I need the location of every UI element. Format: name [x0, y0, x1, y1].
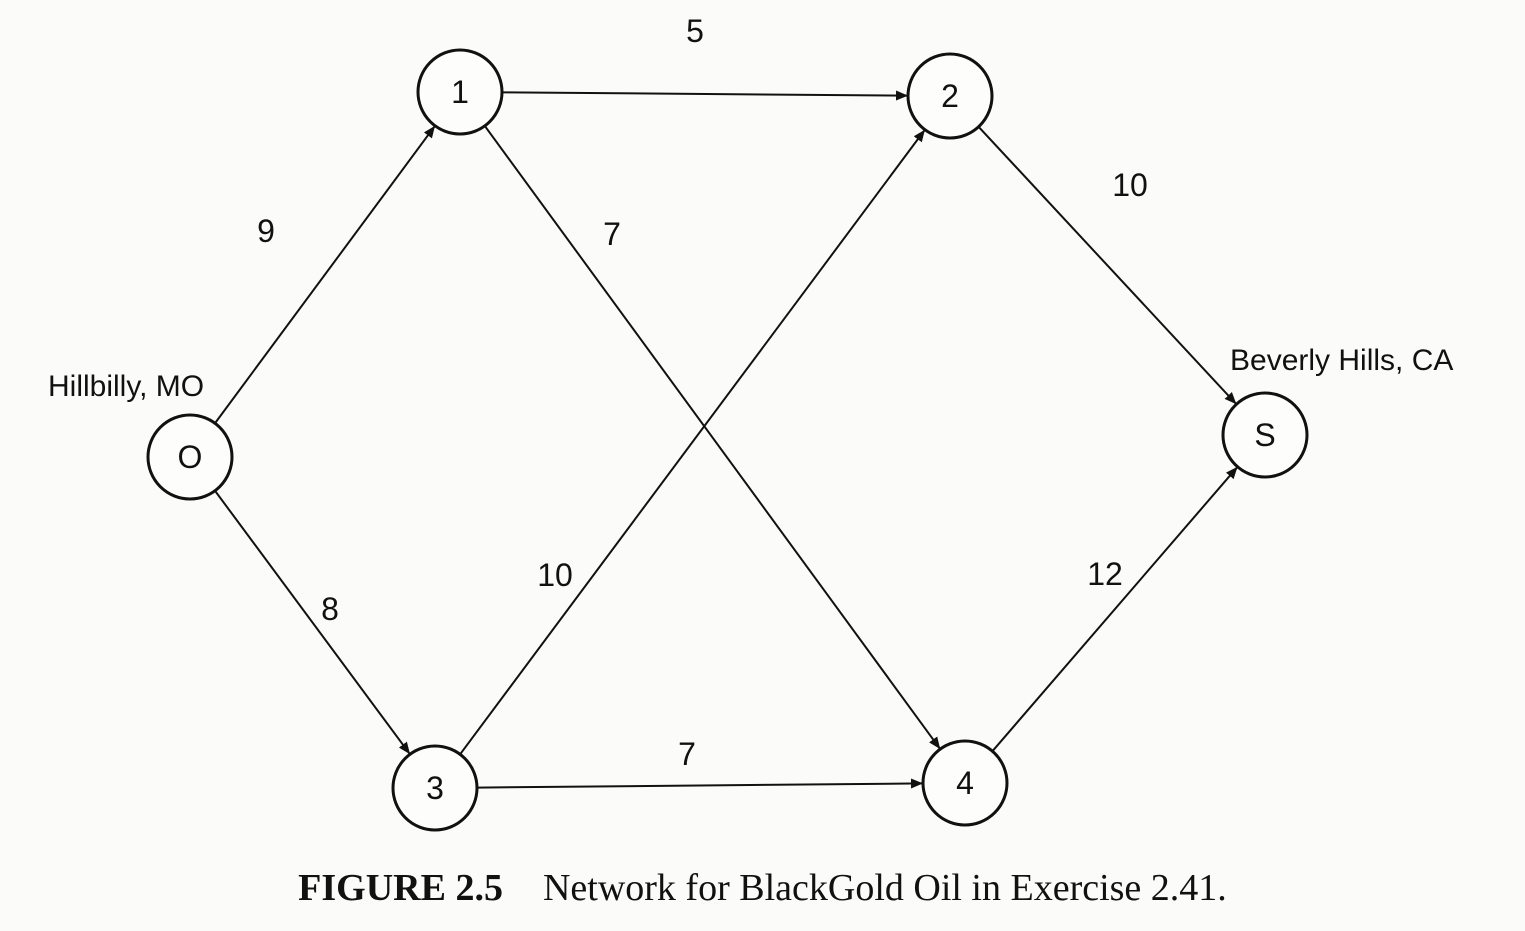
edge-label-O-1: 9: [257, 213, 275, 249]
edge-1-4: [483, 125, 941, 750]
edge-1-2: [501, 90, 909, 101]
edge-label-4-S: 12: [1087, 556, 1123, 592]
node-circle-3: [391, 744, 479, 832]
node-label-O: O: [178, 439, 203, 475]
figure-number: FIGURE 2.5: [298, 867, 503, 909]
node-label-4: 4: [956, 765, 974, 801]
edge-label-3-2: 10: [537, 557, 573, 593]
sink-location-label: Beverly Hills, CA: [1230, 344, 1453, 377]
edge-3-2: [459, 129, 926, 755]
edge-label-3-4: 7: [678, 736, 696, 772]
source-location-label: Hillbilly, MO: [48, 370, 204, 403]
node-4: 4: [921, 739, 1009, 827]
node-S: S: [1221, 391, 1309, 479]
edge-label-1-2: 5: [686, 13, 704, 49]
node-circle-S: [1221, 391, 1309, 479]
edge-label-2-S: 10: [1112, 167, 1148, 203]
node-2: 2: [906, 52, 994, 140]
figure-caption-text: Network for BlackGold Oil in Exercise 2.…: [542, 867, 1227, 909]
node-label-2: 2: [941, 78, 959, 114]
edge-4-S: [991, 466, 1238, 752]
node-circle-4: [921, 739, 1009, 827]
node-label-3: 3: [426, 770, 444, 806]
edge-O-1: [214, 125, 436, 424]
node-O: O: [146, 413, 234, 501]
edge-label-O-3: 8: [321, 591, 339, 627]
edge-label-1-4: 7: [603, 216, 621, 252]
edge-3-4: [476, 778, 924, 789]
edge-O-3: [214, 490, 411, 755]
node-1: 1: [416, 48, 504, 136]
node-circle-2: [906, 52, 994, 140]
figure-caption: FIGURE 2.5 Network for BlackGold Oil in E…: [0, 866, 1525, 910]
node-label-1: 1: [451, 74, 469, 110]
node-3: 3: [391, 744, 479, 832]
edge-2-S: [977, 126, 1237, 405]
node-circle-O: [146, 413, 234, 501]
node-label-S: S: [1254, 417, 1275, 453]
node-circle-1: [416, 48, 504, 136]
